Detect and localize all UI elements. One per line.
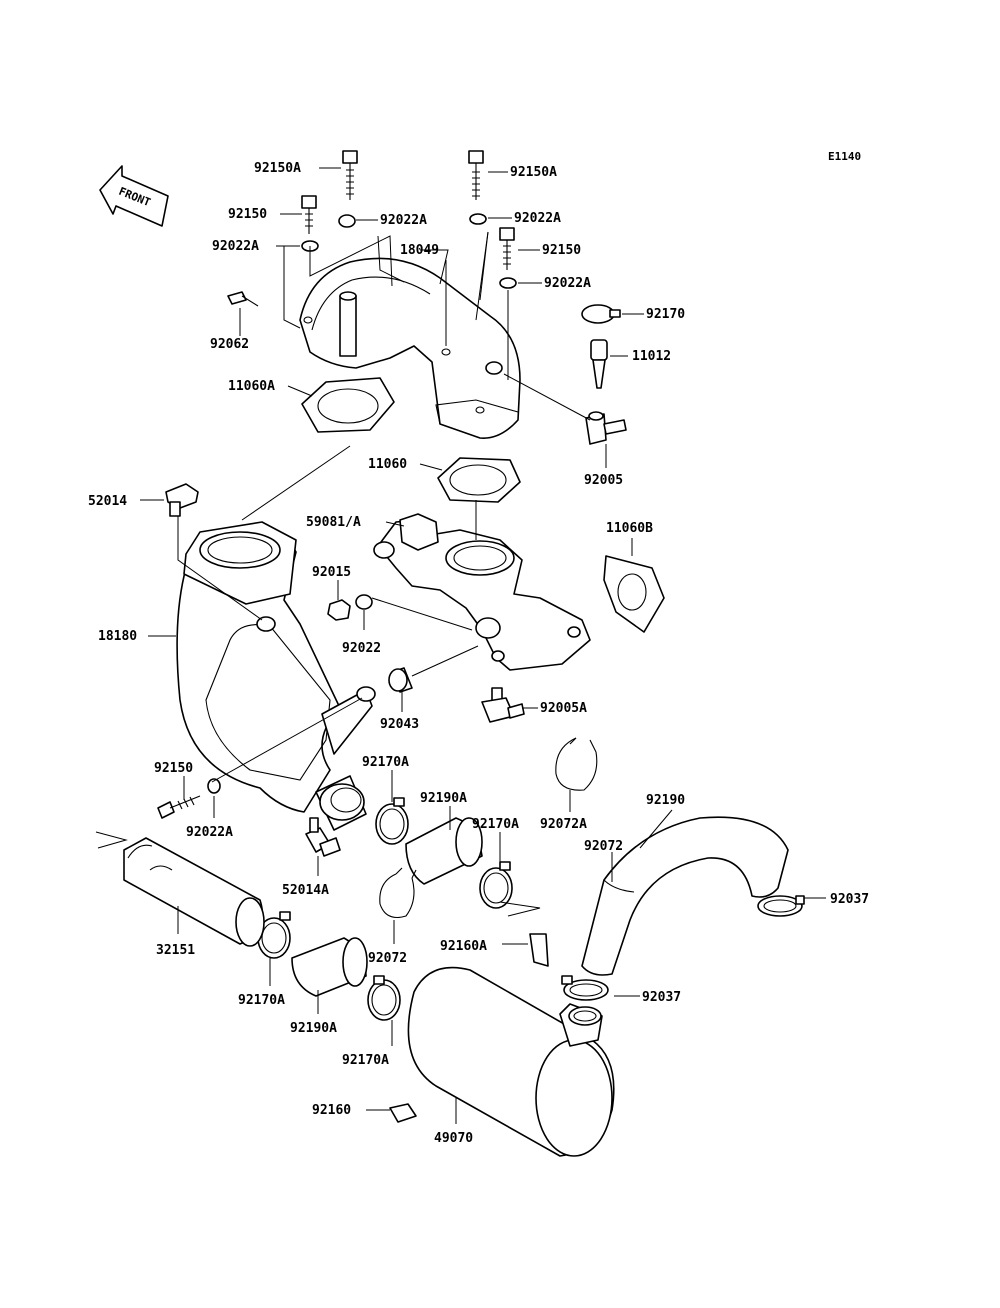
clamp-92037-lower: [561, 975, 609, 1001]
label-92150A: 92150A: [510, 165, 557, 180]
fitting-52014A: [305, 817, 341, 857]
bolt-92150-lower: [157, 795, 201, 819]
label-92160: 92160: [312, 1103, 351, 1118]
clamp-92170A-1: [375, 797, 409, 845]
fitting-52014: [165, 483, 199, 517]
clamp-92170A-2: [479, 861, 513, 909]
muffler-49070: [407, 966, 615, 1157]
exhaust-manifold-59081A: [373, 513, 591, 671]
label-92170A: 92170A: [472, 817, 519, 832]
bleeder-11012: [590, 339, 608, 389]
hose-92190: [581, 816, 789, 976]
hose-92190A-upper: [405, 817, 483, 885]
label-11060A: 11060A: [228, 379, 275, 394]
label-92150A: 92150A: [254, 161, 301, 176]
label-11060: 11060: [368, 457, 407, 472]
label-92150: 92150: [542, 243, 581, 258]
label-18180: 18180: [98, 629, 137, 644]
washer-92022A-1: [338, 214, 356, 228]
fitting-92005: [585, 411, 627, 445]
label-92190A: 92190A: [290, 1021, 337, 1036]
ring-92072A: [555, 737, 598, 791]
gasket-11060: [437, 457, 521, 503]
label-92043: 92043: [380, 717, 419, 732]
label-92190: 92190: [646, 793, 685, 808]
label-92150: 92150: [154, 761, 193, 776]
washer-92022A-2: [469, 213, 487, 225]
pad-92160A: [529, 933, 549, 967]
label-92160A: 92160A: [440, 939, 487, 954]
label-92005: 92005: [584, 473, 623, 488]
part-labels: 92150A 92150A 92150 92022A 92022A 92022A…: [88, 161, 869, 1146]
label-92072: 92072: [584, 839, 623, 854]
washer-92022: [355, 594, 373, 610]
washer-92022A-5: [207, 778, 221, 794]
bolt-92150-right: [499, 227, 515, 270]
bolt-92150-left: [301, 195, 317, 234]
label-92005A: 92005A: [540, 701, 587, 716]
collar-92043: [388, 667, 413, 693]
nut-92015: [327, 599, 351, 621]
leader-lines: [95, 167, 826, 1124]
label-92022A: 92022A: [380, 213, 427, 228]
label-52014: 52014: [88, 494, 127, 509]
washer-92022A-4: [499, 277, 517, 289]
stud-92062: [227, 291, 259, 307]
label-92190A: 92190A: [420, 791, 467, 806]
diagram-code: E1140: [828, 150, 861, 163]
clamp-92037-upper: [757, 895, 805, 917]
label-11060B: 11060B: [606, 521, 653, 536]
label-92170: 92170: [646, 307, 685, 322]
clamp-92170: [581, 304, 621, 324]
label-92022A: 92022A: [186, 825, 233, 840]
pad-92160: [389, 1103, 417, 1123]
label-92072A: 92072A: [540, 817, 587, 832]
label-92022: 92022: [342, 641, 381, 656]
label-92072: 92072: [368, 951, 407, 966]
gasket-11060A: [301, 377, 395, 433]
exhaust-manifold-18049: [299, 257, 521, 439]
label-92022A: 92022A: [544, 276, 591, 291]
label-92015: 92015: [312, 565, 351, 580]
label-92150: 92150: [228, 207, 267, 222]
label-49070: 49070: [434, 1131, 473, 1146]
label-59081A: 59081/A: [306, 515, 361, 530]
label-92022A: 92022A: [212, 239, 259, 254]
gasket-11060B: [603, 555, 665, 633]
hose-92190A-lower: [291, 937, 368, 997]
label-11012: 11012: [632, 349, 671, 364]
label-92170A: 92170A: [362, 755, 409, 770]
bolt-92150A-left: [342, 150, 358, 200]
label-92022A: 92022A: [514, 211, 561, 226]
fitting-92005A: [481, 687, 525, 723]
label-92037: 92037: [830, 892, 869, 907]
ring-92072-middle: [379, 867, 417, 919]
label-18049: 18049: [400, 243, 439, 258]
tail-pipe-32151: [123, 837, 265, 947]
expansion-chamber-18180: [176, 521, 376, 831]
bolt-92150A-right: [468, 150, 484, 200]
clamp-92170A-4: [367, 975, 401, 1021]
front-arrow-icon: FRONT: [99, 165, 169, 227]
label-92170A: 92170A: [342, 1053, 389, 1068]
clamp-92170A-3: [257, 911, 291, 959]
label-52014A: 52014A: [282, 883, 329, 898]
label-92037: 92037: [642, 990, 681, 1005]
label-92062: 92062: [210, 337, 249, 352]
label-92170A: 92170A: [238, 993, 285, 1008]
label-32151: 32151: [156, 943, 195, 958]
